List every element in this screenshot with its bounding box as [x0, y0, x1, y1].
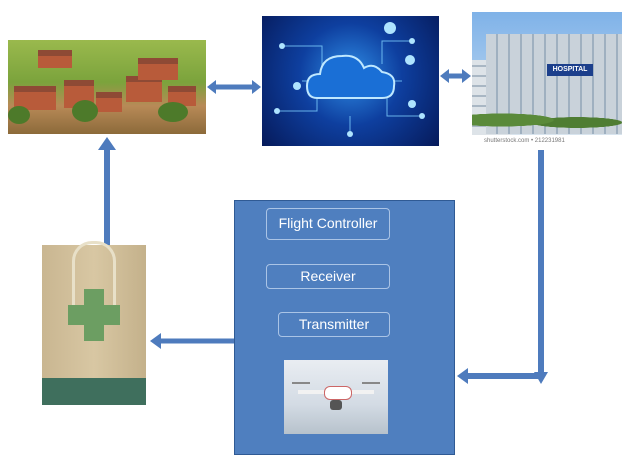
cloud-network-image [262, 16, 439, 146]
medical-bag-image [42, 241, 146, 405]
hospital-image: HOSPITAL [472, 12, 622, 135]
receiver-box: Receiver [266, 264, 390, 289]
transmitter-box: Transmitter [278, 312, 390, 337]
arrow-cloud-hospital [440, 69, 471, 83]
drone-image [284, 360, 388, 434]
hospital-sign: HOSPITAL [547, 64, 593, 76]
village-image [8, 40, 206, 134]
flight-controller-box: Flight Controller [266, 208, 390, 240]
arrow-hospital-to-drone-panel [457, 150, 548, 384]
arrow-bag-to-village [98, 137, 116, 248]
arrow-village-cloud [207, 80, 261, 94]
image-watermark: shutterstock.com • 212231981 [484, 138, 565, 144]
drone-camera-icon [330, 400, 342, 410]
arrow-panel-to-bag [150, 333, 234, 349]
